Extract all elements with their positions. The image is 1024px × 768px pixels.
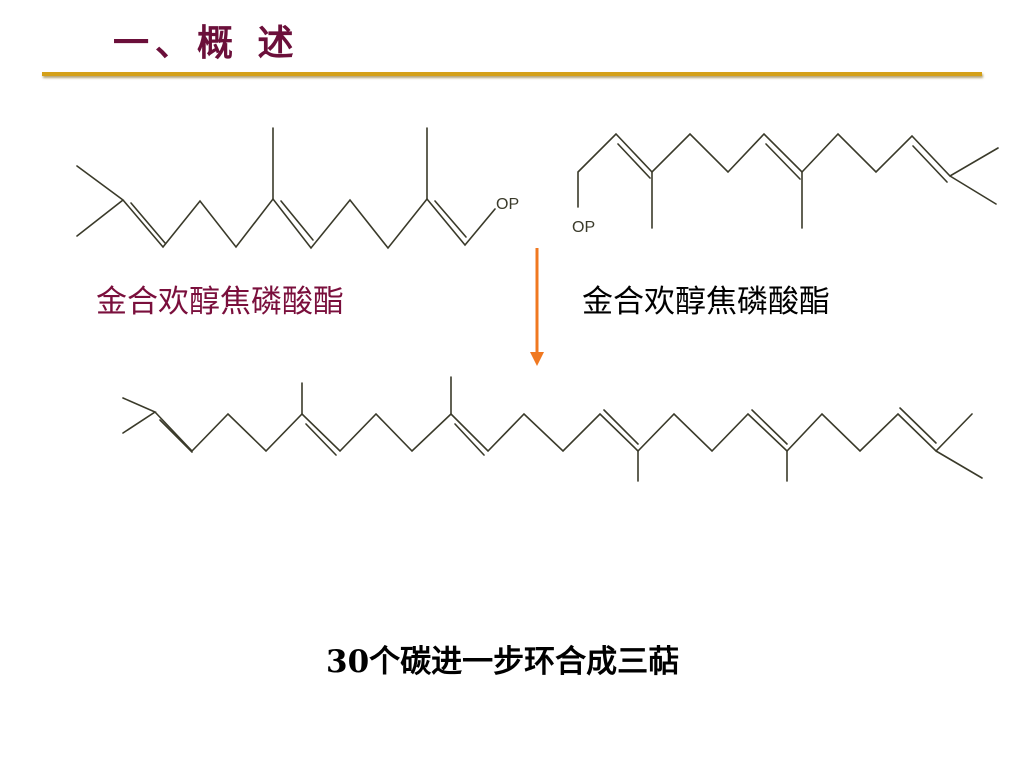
slide-title: 一、概 述 — [113, 23, 300, 64]
right-double-bond-1 — [617, 143, 651, 179]
left-double-bond-2 — [280, 200, 314, 241]
right-op-group: OP — [572, 219, 595, 236]
right-molecule — [577, 132, 999, 229]
bottom-double-bond-4 — [603, 409, 639, 445]
left-structure-label: 金合欢醇焦磷酸酯 — [96, 284, 344, 320]
left-op-group: OP — [496, 196, 519, 213]
bottom-double-bond-3 — [454, 423, 485, 456]
left-double-bond-1 — [130, 202, 166, 244]
bottom-molecule — [122, 376, 983, 482]
caption: 30个碳进一步环合成三萜 — [326, 644, 680, 680]
bottom-molecule-chain — [122, 397, 983, 479]
right-structure-label: 金合欢醇焦磷酸酯 — [582, 284, 830, 320]
reaction-arrow — [530, 248, 544, 366]
bottom-double-bond-6 — [899, 407, 937, 444]
right-double-bond-2 — [765, 143, 801, 180]
left-double-bond-3 — [434, 200, 467, 238]
bottom-double-bond-5 — [751, 409, 788, 445]
title-divider — [42, 72, 982, 76]
right-double-bond-3 — [912, 145, 948, 183]
left-molecule — [76, 127, 496, 250]
right-molecule-chain — [577, 132, 999, 208]
left-molecule-chain — [76, 165, 496, 250]
bottom-double-bond-2 — [305, 423, 337, 456]
bottom-double-bond-1 — [159, 419, 193, 453]
